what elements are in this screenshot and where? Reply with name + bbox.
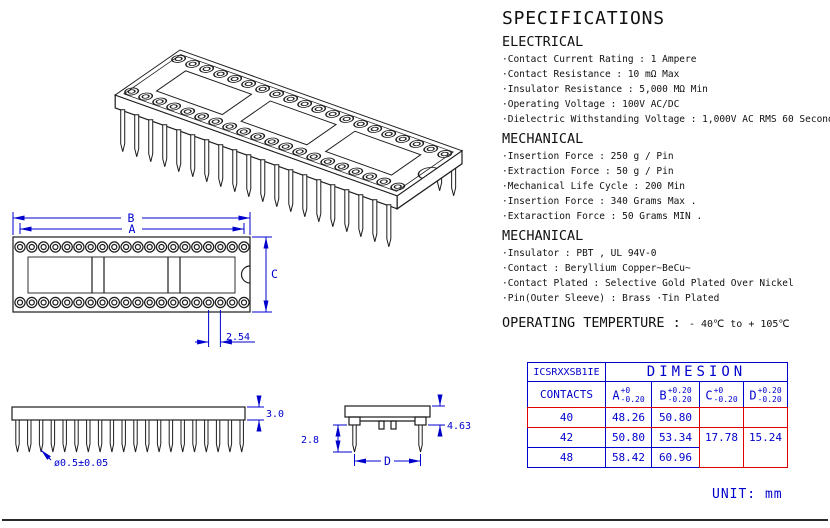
side-view (11, 406, 246, 453)
table-row: 40 48.26 50.80 17.78 15.24 (527, 407, 788, 468)
end-view-pins (352, 424, 423, 453)
dim-b-label: B (128, 211, 135, 225)
dim-standoff-label: 2.8 (301, 435, 319, 446)
dimension-header: DIMESION (605, 362, 788, 382)
spec-item: ·Operating Voltage : 100V AC/DC (502, 99, 680, 110)
spec-item: ·Contact : Beryllium Copper~BeCu~ (502, 263, 691, 274)
technical-drawing: B A C 2.54 3.0 ø0. (11, 49, 471, 469)
spec-item: ·Insertion Force : 340 Grams Max . (502, 196, 697, 207)
spec-item: ·Contact Current Rating : 1 Ampere (502, 54, 697, 65)
dim-a-value: 58.42 (605, 447, 652, 468)
iso-near-pin-row (120, 109, 392, 247)
dim-total-height-label: 4.63 (447, 421, 471, 432)
table-row: 48 58.42 60.96 (527, 447, 788, 468)
dim-body-height-label: 3.0 (266, 409, 284, 420)
section-heading-mechanical-1: MECHANICAL (502, 131, 584, 147)
spec-item: ·Insertion Force : 250 g / Pin (502, 151, 674, 162)
dim-b-value: 50.80 (651, 407, 700, 428)
contacts-value: 42 (527, 427, 606, 448)
section-heading-electrical: ELECTRICAL (502, 34, 584, 50)
column-header-b: B+0.20-0.20 (651, 381, 700, 408)
polarity-notch (240, 265, 251, 284)
dim-a-value: 50.80 (605, 427, 652, 448)
sheet-bottom-border (2, 519, 828, 521)
column-header-d: D+0.20-0.20 (743, 381, 788, 408)
top-view (12, 236, 251, 313)
spec-item: ·Insulator : PBT , UL 94V-0 (502, 248, 657, 259)
side-view-dimensions: 3.0 ø0.5±0.05 (40, 395, 284, 469)
operating-temperature-label: OPERATING TEMPERTURE : (502, 315, 689, 331)
spec-item: ·Extraction Force : 50 g / Pin (502, 166, 674, 177)
dimension-table-container: ICSRXXSB1IE DIMESION CONTACTS A+0-0.20 B… (527, 362, 789, 468)
side-view-pins (15, 419, 244, 453)
dim-c-value: 17.78 (699, 407, 744, 468)
spec-item: ·Pin(Outer Sleeve) : Brass ·Tin Plated (502, 293, 720, 304)
top-view-dimensions: B A C 2.54 (12, 211, 278, 347)
unit-label: UNIT: mm (712, 487, 783, 502)
section-heading-mechanical-2: MECHANICAL (502, 228, 584, 244)
spec-item: ·Mechanical Life Cycle : 200 Min (502, 181, 686, 192)
end-view (344, 405, 431, 453)
table-row: 42 50.80 53.34 (527, 427, 788, 448)
dimension-table: ICSRXXSB1IE DIMESION CONTACTS A+0-0.20 B… (527, 362, 788, 468)
specifications-title: SPECIFICATIONS (502, 8, 665, 29)
isometric-view (114, 49, 464, 247)
spec-item: ·Contact Plated : Selective Gold Plated … (502, 278, 794, 289)
part-number: ICSRXXSB1IE (527, 362, 606, 382)
iso-contact-holes (124, 54, 453, 191)
dim-a-value: 48.26 (605, 407, 652, 428)
spec-item: ·Extaraction Force : 50 Grams MIN . (502, 211, 703, 222)
end-view-dimensions: 4.63 2.8 D (301, 394, 471, 468)
spec-item: ·Dielectric Withstanding Voltage : 1,000… (502, 114, 830, 125)
dim-d-value: 15.24 (743, 407, 788, 468)
operating-temperature-value: - 40℃ to + 105℃ (688, 319, 790, 330)
operating-temperature-line: OPERATING TEMPERTURE : - 40℃ to + 105℃ (502, 312, 828, 331)
iso-top-face (114, 49, 464, 197)
contacts-value: 48 (527, 447, 606, 468)
dim-c-label: C (271, 267, 278, 281)
specifications-panel: SPECIFICATIONS ELECTRICAL ·Contact Curre… (502, 8, 830, 331)
dim-b-value: 53.34 (651, 427, 700, 448)
spec-item: ·Insulator Resistance : 5,000 MΩ Min (502, 84, 708, 95)
column-header-a: A+0-0.20 (605, 381, 652, 408)
contacts-value: 40 (527, 407, 606, 428)
spec-item: ·Contact Resistance : 10 mΩ Max (502, 69, 680, 80)
dim-row-spacing-label: D (384, 454, 391, 468)
dim-pitch-label: 2.54 (226, 332, 250, 343)
column-header-c: C+0-0.20 (699, 381, 744, 408)
polarity-notch (417, 167, 438, 179)
top-view-contact-holes (14, 241, 250, 309)
contacts-header: CONTACTS (527, 381, 606, 408)
dim-a-label: A (129, 222, 136, 236)
dim-pin-diameter-label: ø0.5±0.05 (54, 458, 108, 469)
dim-b-value: 60.96 (651, 447, 700, 468)
